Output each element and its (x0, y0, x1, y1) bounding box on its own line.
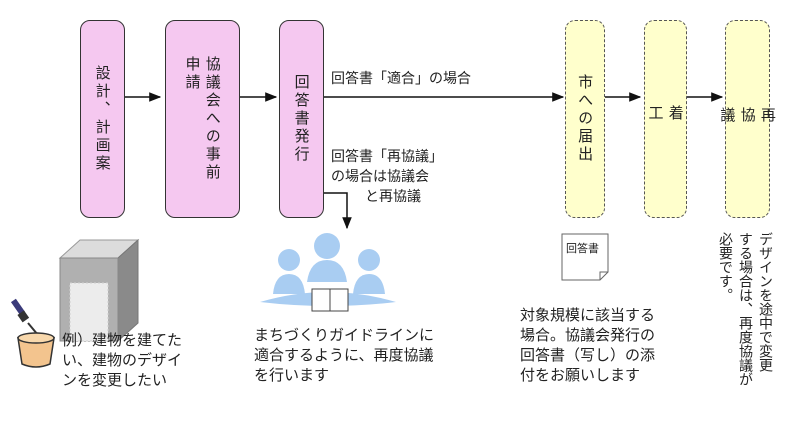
copy-request-caption-line: 付をお願いします (520, 366, 641, 384)
step-design-plan-label: 設計、計画案 (93, 65, 112, 173)
example-caption-line: い、建物のデザイ (62, 351, 183, 369)
building-illustration (58, 238, 140, 343)
step-city-notification-label: 市への届出 (576, 74, 595, 164)
reconsult-case-label-2: の場合は協議会 (331, 169, 429, 185)
step-re-consultation: 再 協 議 (718, 20, 777, 218)
copy-request-caption: 対象規模に該当する 場合。協議会発行の 回答書（写し）の添 付をお願いします (520, 305, 655, 385)
guideline-caption: まちづくりガイドラインに 適合するように、再度協議 を行います (254, 325, 434, 385)
copy-request-caption-line: 対象規模に該当する (520, 306, 656, 324)
copy-request-caption-line: 回答書（写し）の添 (520, 346, 656, 364)
step-city-notification: 市への届出 (565, 20, 605, 218)
step-design-plan: 設計、計画案 (80, 20, 125, 218)
copy-request-caption-line: 場合。協議会発行の (520, 326, 656, 344)
step-answer-issue-label: 回答書発行 (292, 74, 311, 164)
step-prior-application: 協議会への事前 申請 (165, 20, 240, 218)
guideline-caption-line: を行います (254, 366, 330, 384)
step-prior-application-label: 協議会への事前 申請 (183, 56, 222, 182)
paint-pail-icon (10, 298, 55, 368)
step-answer-issue: 回答書発行 (279, 20, 324, 218)
redesign-note-line: する場合は、再度協議が (737, 232, 753, 386)
redesign-note-line: デザインを途中で変更 (757, 232, 773, 372)
redesign-note: デザインを途中で変更 する場合は、再度協議が 必要です。 (715, 232, 775, 422)
example-caption: 例）建物を建てた い、建物のデザイ ンを変更したい (62, 330, 182, 390)
step-re-consultation-label: 再 協 議 (718, 106, 777, 132)
reconsult-case-label-3: と再協議 (365, 189, 421, 205)
reconsult-case-label-1: 回答書「再協議」 (331, 149, 443, 165)
conform-case-label: 回答書「適合」の場合 (331, 71, 471, 87)
example-caption-line: 例）建物を建てた (62, 331, 183, 349)
document-icon: 回答書 (560, 232, 610, 282)
meeting-people-icon (260, 233, 396, 312)
guideline-caption-line: まちづくりガイドラインに (254, 326, 435, 344)
example-caption-line: ンを変更したい (62, 371, 168, 389)
guideline-caption-line: 適合するように、再度協議 (254, 346, 434, 364)
arrow-reconsult-branch (324, 192, 352, 230)
redesign-note-line: 必要です。 (717, 232, 733, 302)
document-label: 回答書 (566, 242, 599, 255)
step-construction-label: 着 工 (646, 104, 685, 134)
step-construction: 着 工 (644, 20, 687, 218)
